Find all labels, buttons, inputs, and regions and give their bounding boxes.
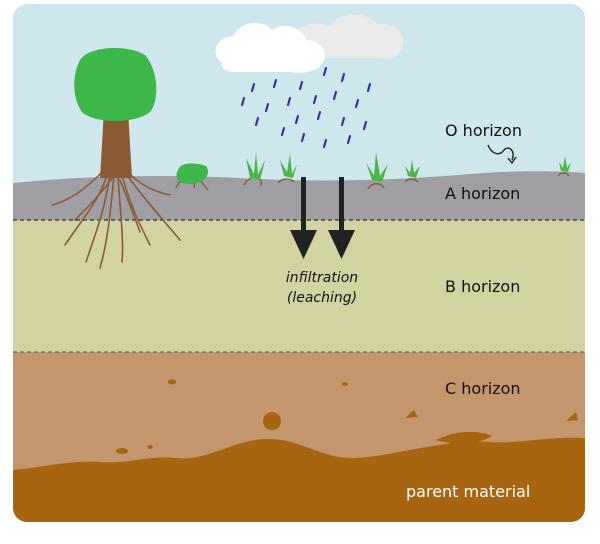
parent-material-layer [13,437,585,522]
a-horizon-layer [13,171,585,220]
down-arrow-icon [328,177,355,259]
infiltration-label: infiltration [286,270,358,286]
grass-tuft-icon [277,154,297,184]
curly-arrow-head [507,156,517,165]
grass-tuft-icon [366,152,388,190]
a-horizon-label: A horizon [445,184,520,203]
grass-tuft-icon [243,152,265,187]
curly-arrow-icon [487,144,514,161]
rain-icon [240,66,372,149]
b-horizon-label: B horizon [445,277,520,296]
tree-roots [51,169,181,269]
rocks [116,379,578,454]
leaching-label: (leaching) [287,290,357,306]
o-horizon-label: O horizon [445,121,522,140]
c-horizon-label: C horizon [445,379,521,398]
shrub-icon [175,163,209,191]
grass-tuft-icon [557,156,571,177]
parent-material-label: parent material [406,482,530,501]
down-arrow-icon [290,177,317,259]
tree-icon [74,48,157,178]
grass-tufts [243,152,571,190]
cloud-icon [215,14,404,73]
grass-tuft-icon [404,160,420,183]
